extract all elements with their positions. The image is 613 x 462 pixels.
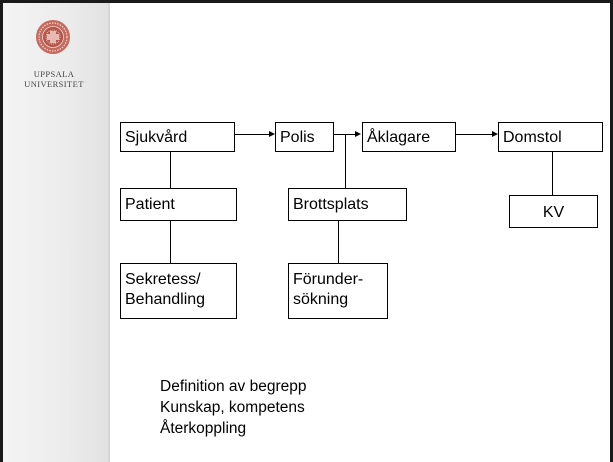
node-brottsplats: Brottsplats [288, 188, 407, 221]
connector-aklagare-domstol [456, 134, 494, 135]
sidebar-divider [108, 3, 110, 462]
logo-text-universitet: UNIVERSITET [24, 79, 84, 89]
arrowhead-domstol [492, 131, 498, 137]
node-patient-label: Patient [125, 196, 175, 213]
notes-line-aterkoppling: Återkoppling [160, 420, 247, 437]
node-sekretess-label-line2: Behandling [125, 291, 206, 308]
node-forundersokning-label-line1: Förunder- [293, 271, 364, 288]
notes-text: Definition av begrepp Kunskap, kompetens… [160, 376, 307, 439]
node-polis-label: Polis [280, 129, 315, 146]
node-brottsplats-label: Brottsplats [293, 196, 369, 213]
sidebar: UPPSALA UNIVERSITET [3, 3, 108, 462]
node-aklagare: Åklagare [362, 122, 456, 152]
uppsala-seal-icon [36, 20, 70, 54]
notes-line-definition: Definition av begrepp [160, 378, 307, 395]
node-sekretess-label-line1: Sekretess/ [125, 271, 201, 288]
notes-line-kunskap: Kunskap, kompetens [160, 399, 305, 416]
connector-branch-brottsplats [345, 134, 346, 188]
logo-text-uppsala: UPPSALA [33, 69, 75, 79]
connector-domstol-kv [552, 151, 553, 195]
node-forundersokning-label-line2: sökning [293, 291, 349, 308]
node-kv: KV [509, 195, 598, 228]
arrowhead-aklagare [355, 131, 361, 137]
arrowhead-polis [269, 131, 275, 137]
node-sekretess: Sekretess/ Behandling [120, 263, 237, 319]
connector-brottsplats-forundersokning [338, 221, 339, 263]
node-forundersokning: Förunder- sökning [288, 263, 388, 319]
connector-patient-sekretess [170, 221, 171, 263]
node-aklagare-label: Åklagare [367, 129, 431, 146]
connector-sjukvard-polis [235, 134, 271, 135]
connector-sjukvard-patient [170, 151, 171, 188]
node-polis: Polis [275, 122, 334, 152]
node-patient: Patient [120, 188, 237, 221]
node-domstol: Domstol [498, 122, 603, 152]
node-sjukvard: Sjukvård [120, 122, 235, 152]
node-domstol-label: Domstol [503, 129, 562, 146]
node-kv-label: KV [542, 204, 565, 221]
node-sjukvard-label: Sjukvård [125, 129, 188, 146]
